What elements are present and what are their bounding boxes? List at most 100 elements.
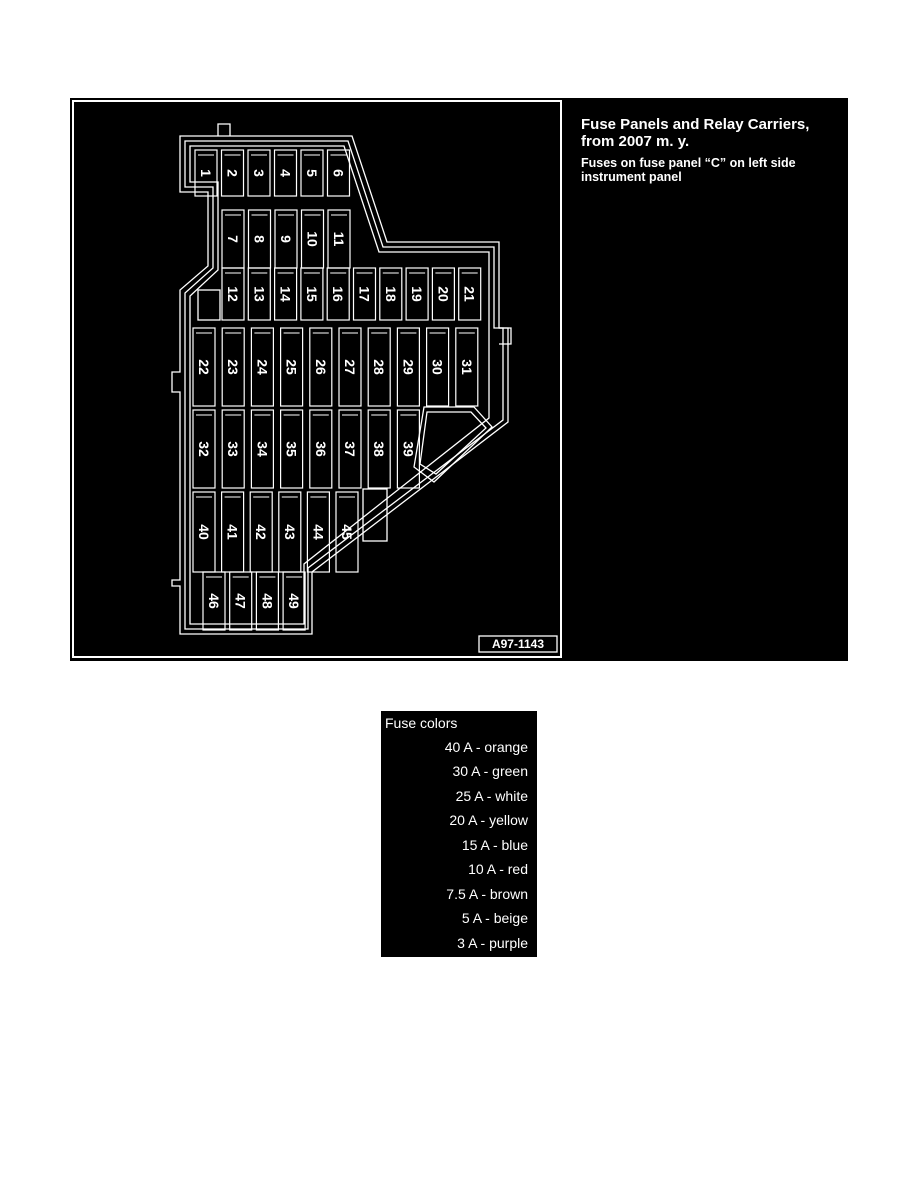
fuse-slot: 27 — [338, 327, 362, 407]
fuse-number: 45 — [339, 524, 355, 540]
legend-entry: 10 A - red — [468, 861, 528, 877]
fuse-slot: 25 — [280, 327, 304, 407]
fuse-slot-outline — [458, 267, 482, 321]
fuse-slot-outline — [274, 267, 298, 321]
relay-slot-1 — [197, 289, 221, 321]
fuse-number: 6 — [331, 169, 347, 177]
fuse-number: 41 — [225, 524, 241, 540]
fuse-slot: 37 — [338, 409, 362, 489]
fuse-slot: 6 — [326, 149, 351, 197]
fuse-slot-outline — [273, 149, 298, 197]
panel-outline-outer — [171, 135, 509, 635]
fuse-number: 9 — [278, 235, 294, 243]
fuse-slot: 47 — [229, 571, 253, 631]
fuse-slot-outline — [431, 267, 455, 321]
fuse-number: 1 — [198, 169, 214, 177]
fuse-slot-outline — [221, 267, 245, 321]
fuse-slot-outline — [280, 409, 304, 489]
fuse-slot-outline — [300, 149, 324, 197]
caption: Fuse Panels and Relay Carriers, from 200… — [581, 116, 846, 184]
fuse-slot: 11 — [327, 209, 351, 269]
fuse-number: 18 — [383, 286, 399, 302]
fuse-slot: 14 — [274, 267, 298, 321]
fuse-number: 5 — [304, 169, 320, 177]
fuse-slot: 45 — [335, 491, 359, 573]
fuse-slot: 44 — [306, 491, 330, 573]
fuse-slot: 10 — [300, 209, 325, 269]
fuse-color-legend: Fuse colors 40 A - orange 30 A - green 2… — [381, 711, 537, 957]
fuse-number: 13 — [251, 286, 267, 302]
fuse-number: 28 — [371, 359, 387, 375]
fuse-slot-outline — [282, 571, 306, 631]
legend-entry: 20 A - yellow — [449, 812, 528, 828]
fuse-slot-outline — [426, 327, 450, 407]
fuse-number: 8 — [252, 235, 268, 243]
fuse-number: 14 — [278, 286, 294, 302]
fuse-slot: 15 — [300, 267, 324, 321]
fuse-slot: 29 — [396, 327, 420, 407]
fuse-number: 34 — [254, 441, 270, 457]
fuse-number: 17 — [357, 286, 373, 302]
fuse-slot-outline — [326, 267, 350, 321]
fuse-number: 31 — [459, 359, 475, 375]
fuse-slot: 24 — [250, 327, 274, 407]
fuse-slot-outline — [306, 491, 330, 573]
fuse-number: 24 — [254, 359, 270, 375]
fuse-number: 36 — [313, 441, 329, 457]
fuse-slot: 2 — [220, 149, 245, 197]
fuse-slot: 39 — [396, 409, 420, 489]
legend-entry: 3 A - purple — [457, 935, 528, 951]
fuse-number: 27 — [342, 359, 358, 375]
fuse-slot-outline — [338, 409, 362, 489]
fuse-slot-outline — [229, 571, 253, 631]
fuse-number: 35 — [284, 441, 300, 457]
fuse-slot: 49 — [282, 571, 306, 631]
fuse-number: 32 — [196, 441, 212, 457]
fuse-slot-outline — [309, 327, 333, 407]
fuse-slot: 43 — [278, 491, 302, 573]
right-tab — [499, 327, 512, 345]
fuse-number: 20 — [435, 286, 451, 302]
fuse-slot: 31 — [455, 327, 479, 407]
fuse-slot: 32 — [192, 409, 216, 489]
fuse-slot: 22 — [192, 327, 216, 407]
fuse-slot: 36 — [309, 409, 333, 489]
relay-diagonal-inner — [419, 411, 487, 475]
fuse-number: 11 — [331, 232, 347, 247]
fuse-slot-outline — [194, 149, 218, 197]
fuse-slot: 42 — [249, 491, 273, 573]
fuse-slot-outline — [326, 149, 351, 197]
fuse-slot-outline — [338, 327, 362, 407]
fuse-slot-outline — [247, 267, 271, 321]
fuse-number: 33 — [225, 441, 241, 457]
fuse-slot-outline — [335, 491, 359, 573]
fuse-slot: 17 — [352, 267, 377, 321]
top-tab — [217, 123, 231, 136]
fuse-slot-outline — [250, 327, 274, 407]
fuse-slot-outline — [221, 327, 245, 407]
fuse-slot-outline — [367, 409, 391, 489]
fuse-slot-outline — [192, 409, 216, 489]
fuse-slot: 20 — [431, 267, 455, 321]
fuse-slot: 13 — [247, 267, 271, 321]
fuse-slot: 8 — [247, 209, 272, 269]
fuse-slot-outline — [309, 409, 333, 489]
caption-title: Fuse Panels and Relay Carriers, from 200… — [581, 116, 810, 150]
fuse-number: 26 — [313, 359, 329, 375]
legend-entry: 5 A - beige — [461, 910, 528, 926]
fuse-slot-outline — [396, 327, 420, 407]
fuse-slot: 5 — [300, 149, 324, 197]
fuse-slot: 18 — [379, 267, 403, 321]
figure-id: A97-1143 — [492, 637, 544, 651]
fuse-number: 48 — [259, 593, 275, 609]
legend-entry: 25 A - white — [455, 788, 528, 804]
fuse-number: 43 — [282, 524, 298, 540]
fuse-slot: 35 — [280, 409, 304, 489]
fuse-number: 4 — [278, 169, 294, 177]
panel-outline-inner — [184, 140, 504, 630]
fuse-number: 2 — [225, 169, 241, 177]
fuse-slot-outline — [455, 327, 479, 407]
